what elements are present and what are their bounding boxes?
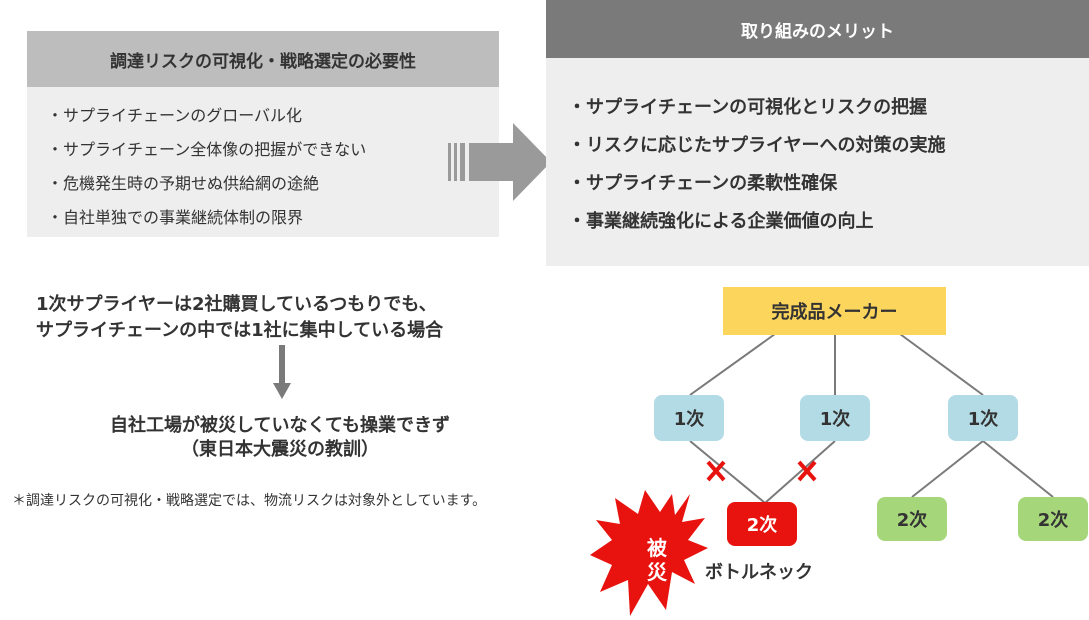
tier2-box-2: 2次 <box>1018 497 1088 541</box>
disaster-char-2: 災 <box>647 560 667 584</box>
tier2-bottleneck-box: 2次 <box>727 502 797 546</box>
burst-star-icon <box>590 490 708 616</box>
big-arrow-right-icon <box>448 123 551 201</box>
down-arrow-icon <box>273 345 291 399</box>
tier1-box-1: 1次 <box>654 395 724 441</box>
case-line-2: サプライチェーンの中では1社に集中している場合 <box>36 320 444 341</box>
left-panel-list: ・サプライチェーンのグローバル化 ・サプライチェーン全体像の把握ができない ・危… <box>27 87 499 237</box>
cross-icon <box>706 460 726 482</box>
disaster-label: 被 災 <box>643 536 671 584</box>
tier1-box-2: 1次 <box>800 395 870 441</box>
left-item-4: ・自社単独での事業継続体制の限界 <box>47 208 304 227</box>
case-line-1: 1次サプライヤーは2社購買しているつもりでも、 <box>36 294 437 315</box>
bottleneck-label: ボトルネック <box>705 562 813 583</box>
cross-icon <box>797 460 817 482</box>
result-line-1: 自社工場が被災していなくても操業できず <box>109 415 451 436</box>
tier2-box-1: 2次 <box>877 497 947 541</box>
footnote: ＊調達リスクの可視化・戦略選定では、物流リスクは対象外としています。 <box>12 493 487 509</box>
maker-box: 完成品メーカー <box>723 287 946 335</box>
left-item-1: ・サプライチェーンのグローバル化 <box>47 106 303 125</box>
right-panel-title: 取り組みのメリット <box>546 0 1089 58</box>
disaster-char-1: 被 <box>647 536 667 560</box>
right-item-3: ・サプライチェーンの柔軟性確保 <box>568 173 838 194</box>
right-panel-list: ・サプライチェーンの可視化とリスクの把握 ・リスクに応じたサプライヤーへの対策の… <box>546 58 1089 266</box>
right-item-1: ・サプライチェーンの可視化とリスクの把握 <box>568 97 928 118</box>
tier1-box-3: 1次 <box>948 395 1018 441</box>
right-item-4: ・事業継続強化による企業価値の向上 <box>568 211 874 232</box>
left-item-2: ・サプライチェーン全体像の把握ができない <box>47 140 367 159</box>
left-panel-title: 調達リスクの可視化・戦略選定の必要性 <box>27 31 499 87</box>
left-item-3: ・危機発生時の予期せぬ供給網の途絶 <box>47 174 320 193</box>
right-item-2: ・リスクに応じたサプライヤーへの対策の実施 <box>568 135 946 156</box>
result-line-2: （東日本大震災の教訓） <box>181 439 379 460</box>
